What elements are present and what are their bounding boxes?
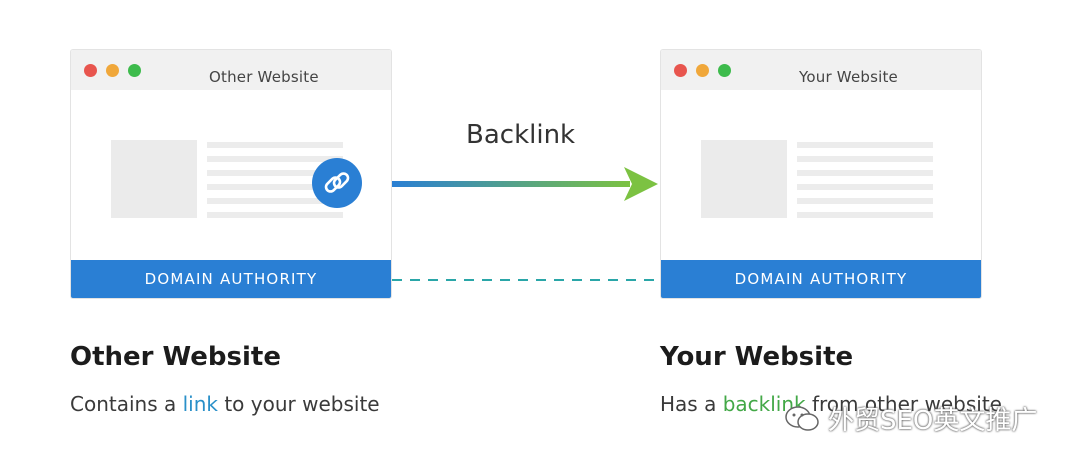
- text-line: [207, 170, 343, 176]
- other-website-heading: Other Website: [70, 342, 281, 372]
- text-line: [207, 198, 343, 204]
- link-keyword: link: [182, 392, 218, 416]
- title-bar: [661, 50, 981, 90]
- watermark: 外贸SEO英文推广: [784, 400, 1037, 437]
- text-line: [797, 212, 933, 218]
- close-dot: [84, 64, 97, 77]
- your-website-heading: Your Website: [660, 342, 854, 372]
- desc-text: to your website: [217, 392, 380, 416]
- domain-authority-bar: DOMAIN AUTHORITY: [71, 260, 391, 298]
- minimize-dot: [696, 64, 709, 77]
- your-website-window: Your Website DOMAIN AUTHORITY: [660, 49, 982, 299]
- text-line: [797, 184, 933, 190]
- text-line: [207, 212, 343, 218]
- link-badge: [312, 158, 362, 208]
- other-website-description: Contains a link to your website: [70, 392, 380, 416]
- domain-authority-bar: DOMAIN AUTHORITY: [661, 260, 981, 298]
- text-line: [797, 142, 933, 148]
- tab-label: Your Website: [799, 68, 898, 86]
- image-placeholder: [701, 140, 787, 218]
- arrow-label: Backlink: [466, 120, 576, 150]
- watermark-text: 外贸SEO英文推广: [828, 406, 1038, 436]
- text-line: [207, 156, 343, 162]
- tab-label: Other Website: [209, 68, 319, 86]
- your-website-description: Has a backlink from other website: [660, 392, 1002, 416]
- text-line: [207, 184, 343, 190]
- title-bar: [71, 50, 391, 90]
- close-dot: [674, 64, 687, 77]
- desc-text: Has a: [660, 392, 723, 416]
- maximize-dot: [128, 64, 141, 77]
- text-line: [797, 198, 933, 204]
- text-line: [797, 156, 933, 162]
- text-line: [797, 170, 933, 176]
- link-icon: [324, 172, 350, 193]
- desc-text: from other website: [805, 392, 1002, 416]
- maximize-dot: [718, 64, 731, 77]
- desc-text: Contains a: [70, 392, 183, 416]
- backlink-arrow: [392, 167, 658, 201]
- image-placeholder: [111, 140, 197, 218]
- dashed-connector: [392, 279, 660, 281]
- minimize-dot: [106, 64, 119, 77]
- text-line: [207, 142, 343, 148]
- wechat-icon: [785, 405, 819, 431]
